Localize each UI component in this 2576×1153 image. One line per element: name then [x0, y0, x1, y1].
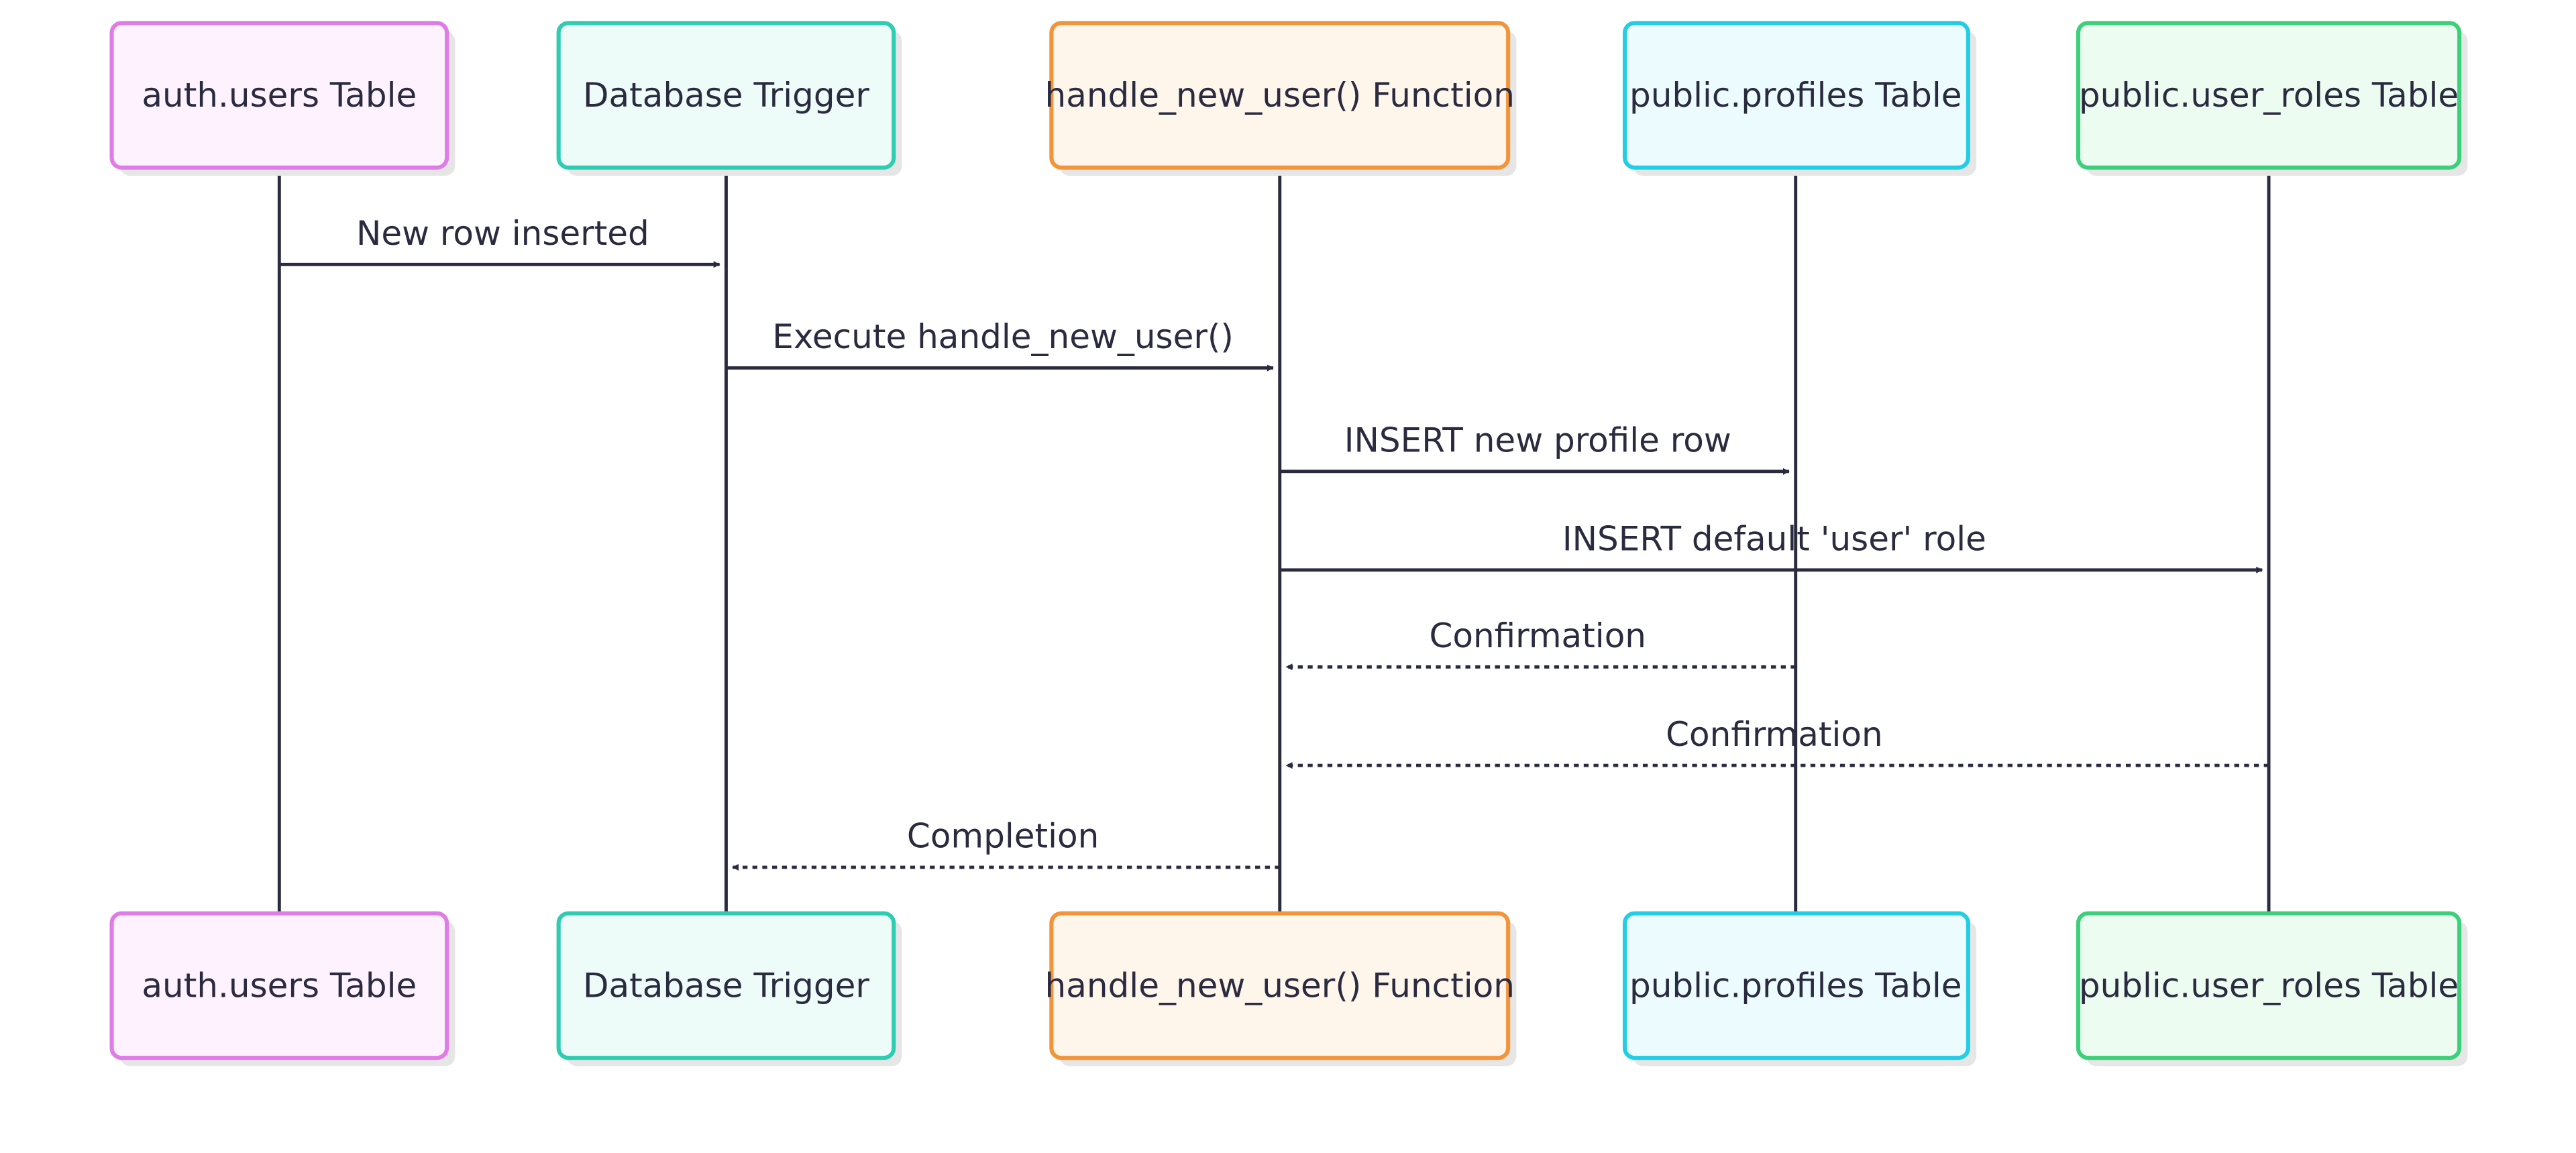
message-2: Execute handle_new_user() [726, 317, 1274, 372]
participant-func-top: handle_new_user() Function [1045, 21, 1517, 176]
participant-label: handle_new_user() Function [1045, 76, 1515, 115]
participant-profiles-bottom: public.profiles Table [1622, 911, 1977, 1066]
participants-bottom: auth.users Table Database Trigger handle_n… [109, 911, 2468, 1066]
message-3: INSERT new profile row [1279, 421, 1790, 475]
message-label: Execute handle_new_user() [772, 317, 1234, 356]
participant-label: auth.users Table [142, 966, 417, 1005]
participant-box [109, 911, 449, 1060]
lifelines [277, 167, 2271, 914]
participant-label: public.profiles Table [1629, 966, 1962, 1005]
participant-auth-top: auth.users Table [109, 21, 455, 176]
message-7: Completion [732, 817, 1280, 871]
participant-label: public.profiles Table [1629, 76, 1962, 115]
participant-func-bottom: handle_new_user() Function [1045, 911, 1517, 1066]
participant-box [556, 21, 896, 170]
participant-roles-top: public.user_roles Table [2076, 21, 2468, 176]
participant-box [109, 21, 449, 170]
participants-top: auth.users Table Database Trigger handle_n… [109, 21, 2468, 176]
participant-label: Database Trigger [583, 966, 869, 1005]
message-label: INSERT default 'user' role [1562, 519, 1986, 558]
participant-box [1049, 21, 1511, 170]
participant-box [1622, 21, 1970, 170]
participant-label: Database Trigger [583, 76, 869, 115]
message-label: Completion [907, 817, 1099, 856]
participant-trigger-bottom: Database Trigger [556, 911, 902, 1066]
participant-profiles-top: public.profiles Table [1622, 21, 1977, 176]
participant-roles-bottom: public.user_roles Table [2076, 911, 2468, 1066]
message-label: New row inserted [356, 214, 649, 253]
participant-box [556, 911, 896, 1060]
participant-label: public.user_roles Table [2079, 76, 2459, 115]
participant-trigger-top: Database Trigger [556, 21, 902, 176]
participant-box [2076, 911, 2462, 1060]
message-4: INSERT default 'user' role [1279, 519, 2263, 573]
message-label: Confirmation [1666, 715, 1883, 754]
message-label: INSERT new profile row [1344, 421, 1731, 459]
participant-box [2076, 21, 2462, 170]
participant-label: auth.users Table [142, 76, 417, 115]
message-6: Confirmation [1285, 715, 2269, 769]
participant-label: handle_new_user() Function [1045, 966, 1515, 1005]
message-1: New row inserted [279, 214, 720, 268]
message-label: Confirmation [1429, 616, 1646, 655]
message-5: Confirmation [1285, 616, 1796, 671]
participant-box [1622, 911, 1970, 1060]
participant-auth-bottom: auth.users Table [109, 911, 455, 1066]
participant-label: public.user_roles Table [2079, 966, 2459, 1005]
participant-box [1049, 911, 1511, 1060]
